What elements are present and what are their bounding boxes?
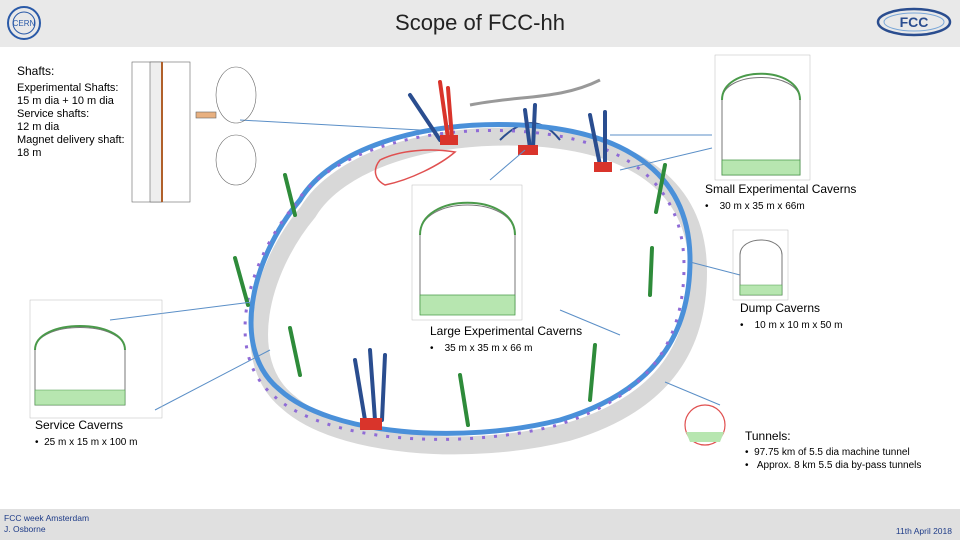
shafts-line-3: Service shafts: (17, 108, 90, 120)
cern-logo-icon: CERN (7, 6, 41, 40)
callout-lines (109, 119, 741, 411)
tunnels-bullet-2: • Approx. 8 km 5.5 dia by-pass tunnels (745, 460, 922, 471)
experimental-shafts (353, 80, 607, 422)
fcc-logo-text: FCC (900, 14, 929, 30)
dump-caverns-heading: Dump Caverns (740, 301, 821, 315)
tunnels-bullet-2-text: Approx. 8 km 5.5 dia by-pass tunnels (756, 460, 922, 471)
fcc-logo-icon: FCC (876, 7, 952, 37)
shafts-heading: Shafts: (17, 64, 55, 78)
tunnels-bullet-1-text: 97.75 km of 5.5 dia machine tunnel (754, 447, 910, 458)
dump-caverns-bullet: • 10 m x 10 m x 50 m (740, 320, 843, 331)
large-caverns-heading: Large Experimental Caverns (430, 324, 583, 338)
slide-header (0, 0, 960, 47)
page-title: Scope of FCC-hh (395, 10, 565, 35)
footer-date: 11th April 2018 (895, 526, 952, 536)
cern-logo-text: CERN (13, 19, 36, 28)
shaft-section-drawing (131, 61, 257, 203)
slide-footer (0, 509, 960, 540)
service-caverns-bullet-text: 25 m x 15 m x 100 m (44, 437, 138, 448)
experimental-caverns (360, 135, 612, 430)
small-caverns-bullet-text: 30 m x 35 m x 66m (719, 201, 805, 212)
service-caverns-bullet: • 25 m x 15 m x 100 m (35, 437, 138, 448)
shafts-line-6: 18 m (17, 147, 42, 159)
service-caverns-heading: Service Caverns (35, 418, 124, 432)
dump-cavern-drawing (732, 229, 789, 301)
tunnel-section-drawing (684, 404, 726, 446)
tunnels-bullet-1: • 97.75 km of 5.5 dia machine tunnel (745, 447, 910, 458)
shafts-line-2: 15 m dia + 10 m dia (17, 95, 114, 107)
large-caverns-bullet-text: 35 m x 35 m x 66 m (444, 343, 533, 354)
tunnels-heading: Tunnels: (745, 429, 791, 443)
footer-author: J. Osborne (4, 524, 46, 534)
shafts-line-4: 12 m dia (17, 121, 60, 133)
large-caverns-bullet: • 35 m x 35 m x 66 m (430, 343, 533, 354)
footer-event: FCC week Amsterdam (4, 513, 90, 523)
shafts-line-1: Experimental Shafts: (17, 82, 119, 94)
service-shafts (233, 163, 667, 427)
dump-caverns-bullet-text: 10 m x 10 m x 50 m (754, 320, 843, 331)
bypass-tunnel (374, 149, 457, 186)
small-caverns-bullet: • 30 m x 35 m x 66m (705, 201, 805, 212)
shafts-line-5: Magnet delivery shaft: (17, 134, 125, 146)
footer-left: FCC week Amsterdam J. Osborne (4, 513, 89, 535)
large-cavern-drawing (411, 184, 523, 321)
machine-tunnel-ring (248, 121, 693, 436)
small-cavern-drawing (714, 54, 811, 181)
small-caverns-heading: Small Experimental Caverns (705, 182, 857, 196)
service-cavern-drawing (29, 299, 163, 419)
